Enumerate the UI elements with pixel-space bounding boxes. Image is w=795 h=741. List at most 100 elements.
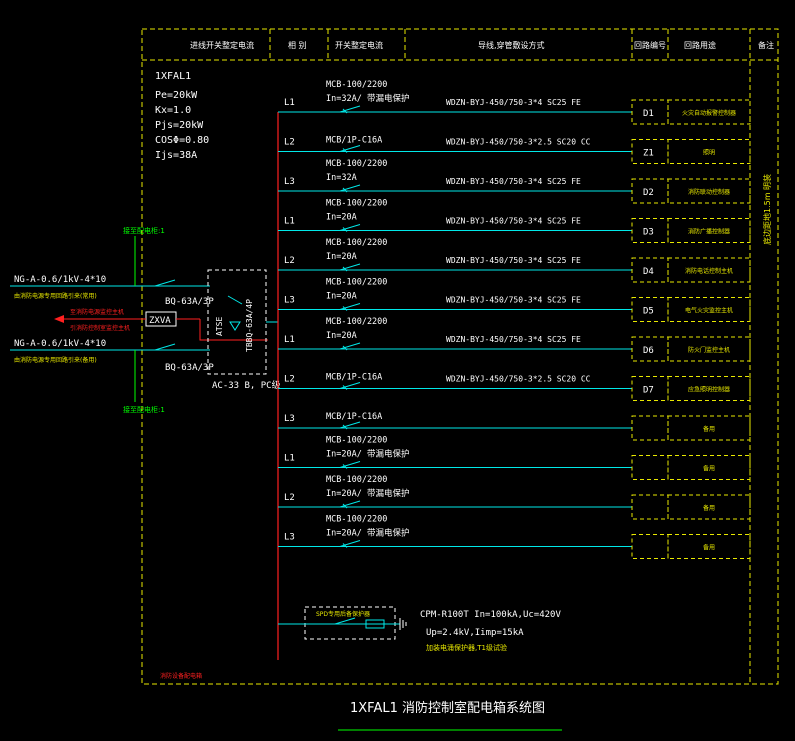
incoming-note-1: 由消防电源专用回路引来(常用) xyxy=(14,292,97,300)
circuit-id: D5 xyxy=(643,307,654,317)
panel-pe: Pe=20kW xyxy=(155,90,198,101)
header-col3: 开关整定电流 xyxy=(335,40,383,50)
breaker-mark xyxy=(342,266,348,272)
cable-spec: WDZN-BYJ-450/750-3*2.5 SC20 CC xyxy=(446,138,591,147)
phase-label: L1 xyxy=(284,335,295,345)
phase-label: L1 xyxy=(284,217,295,227)
breaker-model: MCB/1P-C16A xyxy=(326,136,382,146)
atse-symbol xyxy=(229,321,241,331)
circuit-use: 消防电话控制主机 xyxy=(685,267,733,275)
phase-label: L2 xyxy=(284,256,295,266)
breaker-1-label: BQ-63A/3P xyxy=(165,297,214,307)
cable-spec: WDZN-BYJ-450/750-3*4 SC25 FE xyxy=(446,98,581,107)
breaker-model: MCB-100/2200 xyxy=(326,80,387,90)
circuit-use-box xyxy=(667,178,751,204)
circuit-id-box xyxy=(631,139,669,164)
circuit-use-box xyxy=(667,99,751,125)
breaker-mark xyxy=(342,385,348,390)
breaker-switch xyxy=(339,263,361,271)
phase-label: L2 xyxy=(284,138,295,148)
cable-spec: WDZN-BYJ-450/750-3*4 SC25 FE xyxy=(446,335,581,344)
circuit-use: 防火门监控主机 xyxy=(688,346,730,354)
spd-line-1: CPM-R100T In=100kA,Uc=420V xyxy=(420,610,561,620)
breaker-switch xyxy=(339,105,361,113)
circuit-use-box xyxy=(667,297,751,322)
signal-wire-2 xyxy=(199,319,268,341)
circuit-use: 消防联动控制器 xyxy=(688,188,730,196)
phase-label: L3 xyxy=(284,296,295,306)
incoming-cable-1: NG-A-0.6/1kV-4*10 xyxy=(14,275,106,285)
top-note: 接至配电柜:1 xyxy=(123,226,165,235)
circuit-use-box xyxy=(667,218,751,243)
circuit-id-box xyxy=(631,257,669,283)
circuit-id-box xyxy=(631,297,669,322)
panel-name: 1XFAL1 xyxy=(155,71,191,82)
breaker-switch xyxy=(339,145,361,152)
phase-label: L1 xyxy=(284,454,295,464)
cable-spec: WDZN-BYJ-450/750-3*4 SC25 FE xyxy=(446,217,581,226)
incoming-note-2: 由消防电源专用回路引来(备用) xyxy=(14,356,97,364)
signal-note-2: 引消防控制室监控主机 xyxy=(70,324,130,332)
phase-label: L3 xyxy=(284,414,295,424)
breaker-mark xyxy=(342,543,348,548)
circuit-id-box xyxy=(631,415,669,441)
breaker-mark xyxy=(342,187,348,193)
spd-switch xyxy=(334,617,356,625)
breaker-setting: In=20A xyxy=(326,213,357,223)
breaker-switch xyxy=(339,421,361,429)
circuit-use: 备用 xyxy=(703,465,715,473)
breaker-mark xyxy=(342,108,348,114)
breaker-model: MCB/1P-C16A xyxy=(326,412,382,422)
breaker-model: MCB-100/2200 xyxy=(326,515,387,525)
breaker-switch xyxy=(339,382,361,389)
header-col6: 回路用途 xyxy=(684,40,716,50)
breaker-setting: In=32A/ 带漏电保护 xyxy=(326,93,409,104)
cable-spec: WDZN-BYJ-450/750-3*2.5 SC20 CC xyxy=(446,375,591,384)
breaker-mark xyxy=(342,503,348,509)
atse-model: TBBQ-63A/4P xyxy=(245,299,254,352)
circuit-use-box xyxy=(667,494,751,520)
spd-line-2: Up=2.4kV,Iimp=15kA xyxy=(426,628,524,638)
breaker-model: MCB-100/2200 xyxy=(326,317,387,327)
phase-label: L3 xyxy=(284,533,295,543)
diagram-title: 1XFAL1 消防控制室配电箱系统图 xyxy=(350,700,545,716)
cable-spec: WDZN-BYJ-450/750-3*4 SC25 FE xyxy=(446,296,581,305)
circuit-id: D4 xyxy=(643,267,654,277)
circuit-use: 备用 xyxy=(703,425,715,433)
header-col5: 回路编号 xyxy=(634,40,666,50)
circuit-id: D7 xyxy=(643,386,654,396)
header-col7: 备注 xyxy=(758,40,774,50)
breaker-setting: In=20A/ 带漏电保护 xyxy=(326,488,409,499)
breaker-setting: In=32A xyxy=(326,173,357,183)
breaker-1-switch xyxy=(154,279,176,287)
circuit-id-box xyxy=(631,178,669,204)
phase-label: L2 xyxy=(284,493,295,503)
header-col2: 相 别 xyxy=(288,40,307,50)
circuit-use-box xyxy=(667,257,751,283)
breaker-switch xyxy=(339,540,361,547)
circuit-use-box xyxy=(667,139,751,164)
breaker-model: MCB-100/2200 xyxy=(326,475,387,485)
spd-box xyxy=(304,606,396,640)
breaker-setting: In=20A/ 带漏电保护 xyxy=(326,528,409,539)
circuit-id-box xyxy=(631,218,669,243)
breaker-switch xyxy=(339,342,361,350)
signal-note-1: 至消防电源监控主机 xyxy=(70,308,124,316)
footnote: 消防设备配电箱 xyxy=(160,672,202,680)
circuit-row: L2 MCB/1P-C16A WDZN-BYJ-450/750-3*2.5 SC20… xyxy=(278,136,751,164)
circuit-id-box xyxy=(631,99,669,125)
circuit-id-box xyxy=(631,534,669,559)
header-col1: 进线开关整定电流 xyxy=(190,40,254,50)
remark-vertical: 底边距地1.5m 明装 xyxy=(762,174,772,245)
breaker-mark xyxy=(342,464,348,469)
breaker-mark xyxy=(342,306,348,311)
cable-spec: WDZN-BYJ-450/750-3*4 SC25 FE xyxy=(446,256,581,265)
breaker-switch xyxy=(339,224,361,231)
circuit-use-box xyxy=(667,376,751,401)
